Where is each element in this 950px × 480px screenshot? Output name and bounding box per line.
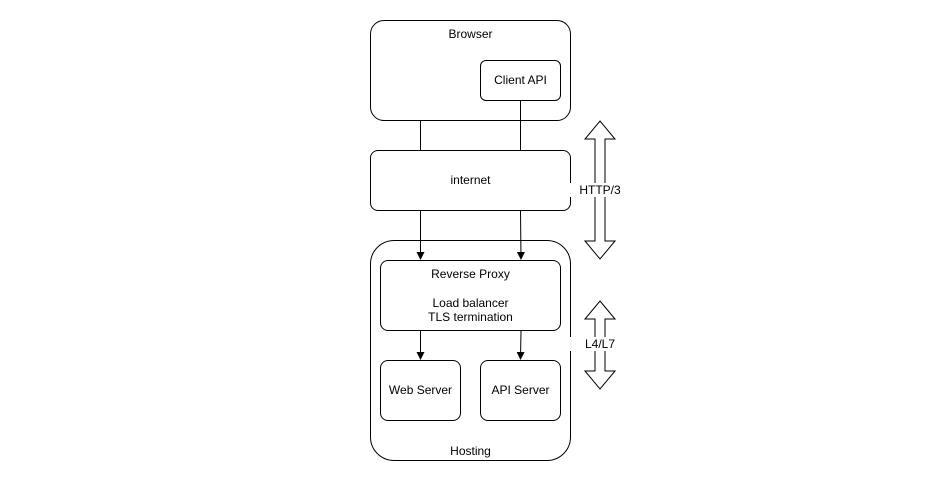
reverse-proxy-line2: TLS termination xyxy=(428,310,513,324)
client-api-label: Client API xyxy=(494,73,547,87)
internet-node xyxy=(370,150,571,211)
browser-label: Browser xyxy=(448,27,493,41)
api-server-node xyxy=(480,360,561,421)
l4l7-label: L4/L7 xyxy=(570,337,630,351)
client-api-node xyxy=(480,60,561,101)
web-server-node xyxy=(380,360,461,421)
internet-label: internet xyxy=(450,173,491,187)
reverse-proxy-node xyxy=(380,260,561,331)
reverse-proxy-line1: Load balancer xyxy=(432,296,509,310)
hosting-label: Hosting xyxy=(450,444,491,458)
http3-label: HTTP/3 xyxy=(570,183,630,197)
api-server-label: API Server xyxy=(491,383,550,397)
web-server-label: Web Server xyxy=(388,383,453,397)
reverse-proxy-label: Reverse Proxy xyxy=(431,267,510,281)
